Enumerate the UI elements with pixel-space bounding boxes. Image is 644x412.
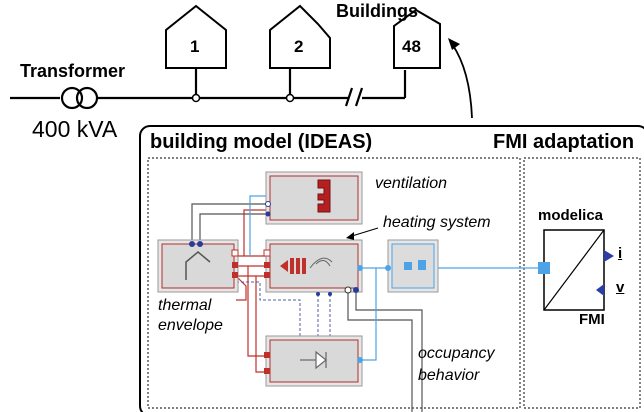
flame-icon (309, 257, 333, 269)
heating-pointer-arrowhead (346, 232, 354, 240)
heating-pointer (351, 227, 379, 237)
node-building-1 (191, 93, 201, 103)
building-1-number: 1 (190, 37, 200, 56)
fmu-output-v-port (596, 284, 604, 296)
buildings-label: Buildings (336, 1, 418, 21)
grid-feeder (10, 68, 407, 107)
heating-block (265, 239, 363, 293)
gray-wires (191, 203, 423, 412)
pump-icon (404, 262, 412, 270)
behavior-label: behavior (418, 367, 480, 384)
occupancy-block (265, 335, 363, 387)
building-48-icon (393, 8, 441, 69)
link-arrow (451, 43, 473, 119)
building-2-icon (269, 4, 331, 69)
ideas-region (147, 157, 521, 409)
ventilation-unit-icon (317, 179, 331, 213)
ventilation-block (265, 171, 363, 225)
fmu-fmi-label: FMI (579, 311, 605, 328)
building-1-icon (165, 4, 227, 69)
ports (189, 201, 391, 374)
transformer-label: Transformer (20, 61, 126, 81)
fmu-output-v-label: v (616, 279, 625, 296)
house-outline-icon (185, 251, 211, 280)
heater-icon (280, 258, 306, 274)
emission-block (387, 239, 439, 293)
fmu-input-port (538, 262, 550, 274)
fmi-title: FMI adaptation (493, 131, 635, 153)
envelope-block (157, 239, 239, 293)
fluid-wires (249, 195, 540, 361)
fmu-output-i-port (604, 250, 614, 262)
heating-system-label: heating system (383, 214, 491, 231)
building-2-number: 2 (294, 37, 304, 56)
occupancy-label: occupancy (418, 345, 495, 362)
ventilation-label: ventilation (375, 175, 448, 192)
fmu-modelica-label: modelica (538, 207, 604, 224)
thermal-label: thermal (158, 297, 212, 314)
valve-icon (418, 260, 426, 270)
diode-icon (300, 350, 327, 370)
fmi-region (523, 157, 641, 409)
arrowhead-icon (448, 38, 460, 50)
transformer-rating: 400 kVA (32, 116, 118, 142)
fmu-block (538, 229, 614, 311)
fmu-output-i-label: i (618, 245, 623, 262)
node-building-2 (285, 93, 295, 103)
envelope-label: envelope (158, 317, 223, 334)
building-48-number: 48 (402, 37, 421, 56)
model-title: building model (IDEAS) (150, 131, 373, 153)
transformer-icon (60, 86, 99, 110)
